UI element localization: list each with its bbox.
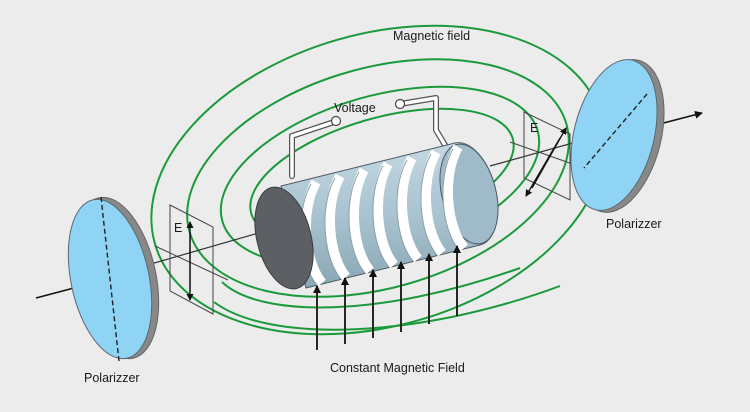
voltage-label: Voltage [334, 101, 376, 115]
e-field-frame-left [154, 204, 229, 315]
e-label-left: E [174, 221, 182, 235]
polarizer-right-axis [583, 93, 648, 169]
constant-field-label: Constant Magnetic Field [330, 361, 465, 375]
voltage-terminal-right [394, 98, 406, 110]
rod-end-face [254, 186, 314, 290]
e-label-right: E [530, 121, 538, 135]
magnetic-field-label: Magnetic field [393, 29, 470, 43]
coil-outline [300, 148, 460, 286]
polarizer-right [570, 59, 665, 213]
polarizer-left-label: Polarizzer [84, 371, 140, 385]
polarizer-left [67, 196, 160, 362]
constant-field-arrows [313, 245, 461, 350]
magnetic-field-lines-front [213, 267, 561, 331]
polarizer-right-label: Polarizzer [606, 217, 662, 231]
voltage-leads [289, 95, 451, 179]
voltage-terminal-left [330, 115, 342, 127]
polarizer-left-axis [100, 196, 120, 362]
